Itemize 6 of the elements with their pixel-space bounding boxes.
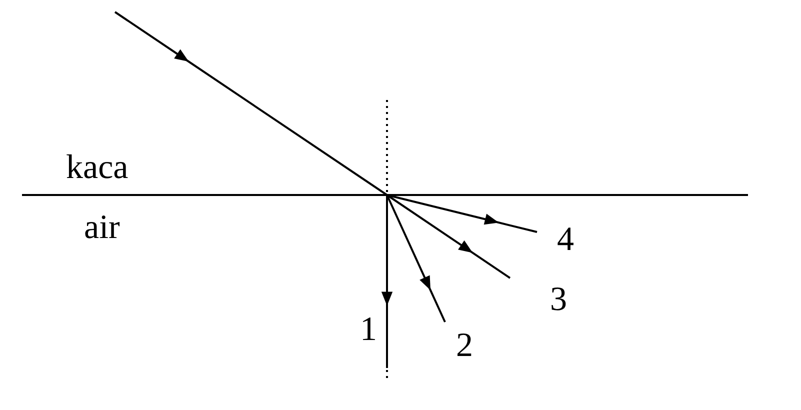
ray-number: 2 [456,328,473,364]
medium-label: air [84,210,120,246]
medium-label: kaca [66,150,128,186]
ray-number: 4 [557,222,574,258]
ray-number: 3 [550,282,567,318]
ray-number: 1 [360,312,377,348]
